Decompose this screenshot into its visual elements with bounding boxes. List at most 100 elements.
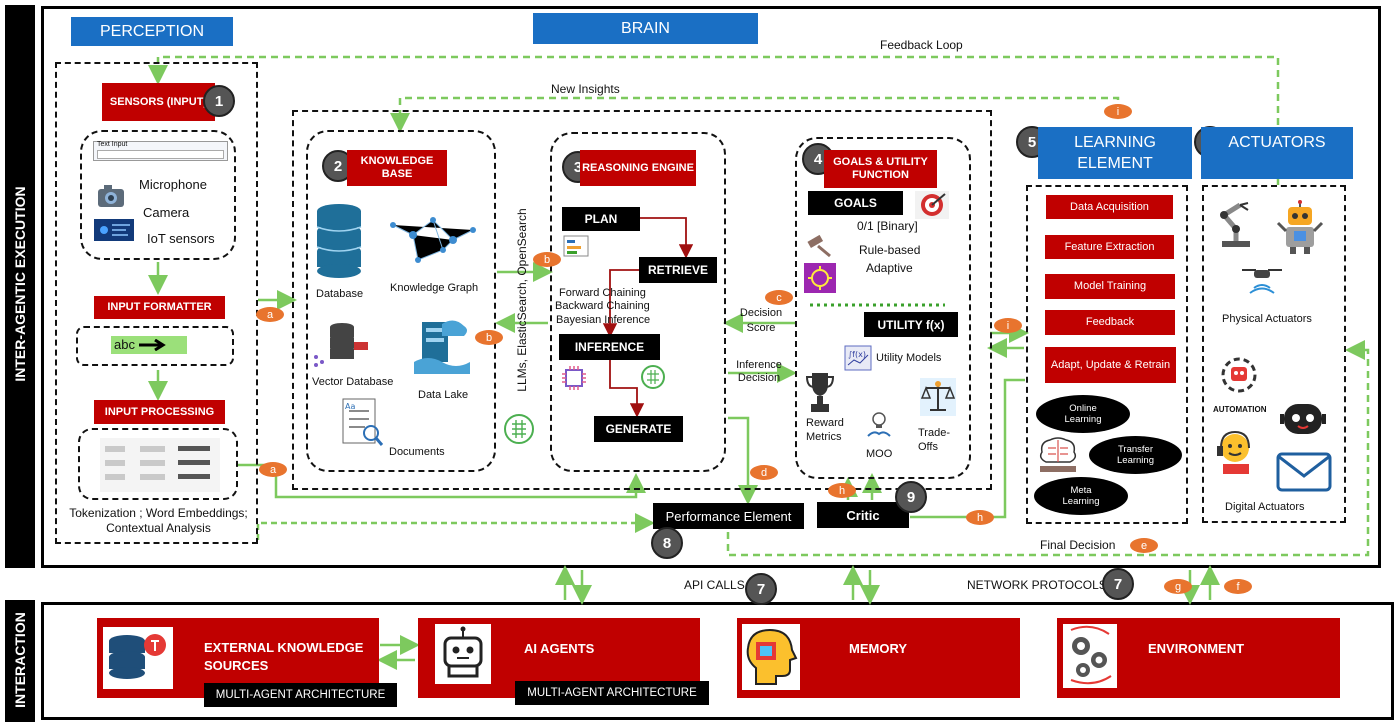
final-decision-label: Final Decision bbox=[1040, 538, 1116, 552]
learning-step-4: Feedback bbox=[1045, 310, 1175, 335]
environment-label: ENVIRONMENT bbox=[1148, 641, 1245, 656]
trophy-icon bbox=[805, 370, 835, 414]
automation-label: AUTOMATION bbox=[1213, 405, 1267, 414]
learning-element-header: LEARNING ELEMENT bbox=[1038, 127, 1192, 179]
support-agent-icon bbox=[1211, 426, 1261, 476]
learning-element-box bbox=[1026, 185, 1188, 524]
generate-box: GENERATE bbox=[594, 416, 683, 442]
automation-icon bbox=[1215, 351, 1263, 401]
connector-h-1: h bbox=[828, 483, 856, 498]
documents-label: Documents bbox=[389, 446, 445, 458]
iot-label: IoT sensors bbox=[147, 231, 215, 246]
neural-icon bbox=[640, 364, 666, 390]
plan-icon bbox=[563, 235, 589, 257]
reasoning-engine-box bbox=[550, 132, 726, 472]
processing-caption: Tokenization ; Word Embeddings; Contextu… bbox=[69, 506, 248, 535]
memory-head-icon bbox=[742, 624, 800, 690]
actuators-box bbox=[1202, 185, 1346, 523]
sensors-box: SENSORS (INPUT) bbox=[102, 83, 215, 121]
learning-step-1: Data Acquisition bbox=[1046, 195, 1173, 219]
retrieve-box: RETRIEVE bbox=[639, 257, 717, 283]
step-number-9: 9 bbox=[895, 481, 927, 513]
abc-encoding: abc bbox=[111, 336, 187, 354]
knowledge-base-title: KNOWLEDGE BASE bbox=[347, 150, 447, 186]
ai-agent-icon bbox=[435, 624, 491, 684]
trade-offs-label: Trade-Offs bbox=[918, 427, 950, 453]
vector-database-label: Vector Database bbox=[312, 376, 394, 388]
step-number-7-network: 7 bbox=[1102, 568, 1134, 600]
gavel-icon bbox=[804, 234, 834, 258]
database-label: Database bbox=[316, 288, 364, 300]
side-bar-interaction bbox=[5, 600, 35, 722]
documents-icon: Aa bbox=[337, 397, 385, 449]
connector-b-1: b bbox=[533, 252, 561, 267]
performance-element-box: Performance Element bbox=[653, 503, 804, 529]
interaction-frame bbox=[41, 602, 1394, 720]
connector-e: e bbox=[1130, 538, 1158, 553]
connector-c: c bbox=[765, 290, 793, 305]
email-icon bbox=[1276, 452, 1332, 492]
reasoning-engine-title: REASONING ENGINE bbox=[580, 150, 696, 186]
brain-box bbox=[292, 110, 992, 490]
digital-actuators-label: Digital Actuators bbox=[1225, 501, 1305, 513]
goals-utility-box bbox=[795, 137, 971, 479]
drone-icon bbox=[1236, 262, 1288, 300]
inference-box: INFERENCE bbox=[559, 334, 660, 360]
feedback-loop-label: Feedback Loop bbox=[880, 38, 963, 52]
connector-b-2: b bbox=[475, 330, 503, 345]
learning-step-5: Adapt, Update & Retrain bbox=[1045, 347, 1176, 383]
inference-decision-label: Inference Decision bbox=[736, 359, 782, 384]
vector-database-icon bbox=[312, 322, 372, 368]
svg-text:∫f(x): ∫f(x) bbox=[848, 350, 866, 359]
actuators-header: ACTUATORS bbox=[1201, 127, 1353, 179]
ai-brain-icon bbox=[502, 412, 536, 446]
sensors-inputs-box bbox=[80, 130, 236, 260]
utility-models-label: Utility Models bbox=[876, 352, 942, 364]
side-bar-execution bbox=[5, 5, 35, 568]
binary-label: 0/1 [Binary] bbox=[857, 219, 918, 233]
environment-gears-icon bbox=[1063, 624, 1117, 688]
plan-box: PLAN bbox=[562, 207, 640, 231]
moo-icon bbox=[866, 410, 892, 440]
network-protocols-label: NETWORK PROTOCOLS bbox=[967, 578, 1107, 592]
decision-score-label: Decision Score bbox=[739, 307, 783, 334]
input-processing-box: INPUT PROCESSING bbox=[94, 400, 225, 424]
perception-header: PERCEPTION bbox=[71, 17, 233, 46]
multi-agent-architecture-1: MULTI-AGENT ARCHITECTURE bbox=[204, 683, 397, 707]
connector-i-1: i bbox=[1104, 104, 1132, 119]
adaptive-label: Adaptive bbox=[866, 261, 913, 275]
microphone-label: Microphone bbox=[139, 177, 207, 192]
forward-chaining-label: Forward Chaining bbox=[559, 287, 646, 299]
connector-i-2: i bbox=[994, 318, 1022, 333]
step-number-1: 1 bbox=[203, 85, 235, 117]
goals-utility-title: GOALS & UTILITY FUNCTION bbox=[824, 150, 937, 188]
iot-icon bbox=[94, 219, 134, 241]
text-input-field[interactable]: Text Input bbox=[93, 141, 228, 161]
robot-arm-icon bbox=[1214, 201, 1260, 249]
microphone-icon bbox=[96, 181, 126, 211]
new-insights-label: New Insights bbox=[551, 82, 620, 96]
ai-agents-label: AI AGENTS bbox=[524, 641, 595, 656]
learning-step-3: Model Training bbox=[1045, 274, 1175, 299]
connector-d: d bbox=[750, 465, 778, 480]
reward-metrics-label: Reward Metrics bbox=[806, 417, 844, 443]
api-calls-label: API CALLS bbox=[684, 578, 745, 592]
execution-frame bbox=[41, 6, 1381, 568]
chatbot-icon bbox=[1278, 396, 1328, 442]
rule-based-label: Rule-based bbox=[859, 243, 921, 257]
svg-text:Aa: Aa bbox=[345, 402, 355, 411]
critic-box: Critic bbox=[817, 502, 909, 528]
knowledge-graph-icon bbox=[388, 205, 478, 267]
abc-label: abc bbox=[114, 337, 135, 352]
embedding-pipeline-icon bbox=[100, 438, 220, 492]
external-knowledge-label: EXTERNAL KNOWLEDGE SOURCES bbox=[204, 640, 364, 673]
camera-label: Camera bbox=[143, 205, 190, 220]
formatter-inner-box bbox=[76, 326, 234, 366]
utility-models-icon: ∫f(x) bbox=[844, 345, 872, 371]
connector-f: f bbox=[1224, 579, 1252, 594]
knowledge-graph-label: Knowledge Graph bbox=[390, 282, 479, 294]
step-number-7-api: 7 bbox=[745, 573, 777, 605]
input-formatter-box: INPUT FORMATTER bbox=[94, 296, 225, 319]
transfer-learning: Transfer Learning bbox=[1089, 436, 1182, 474]
moo-label: MOO bbox=[866, 448, 893, 460]
